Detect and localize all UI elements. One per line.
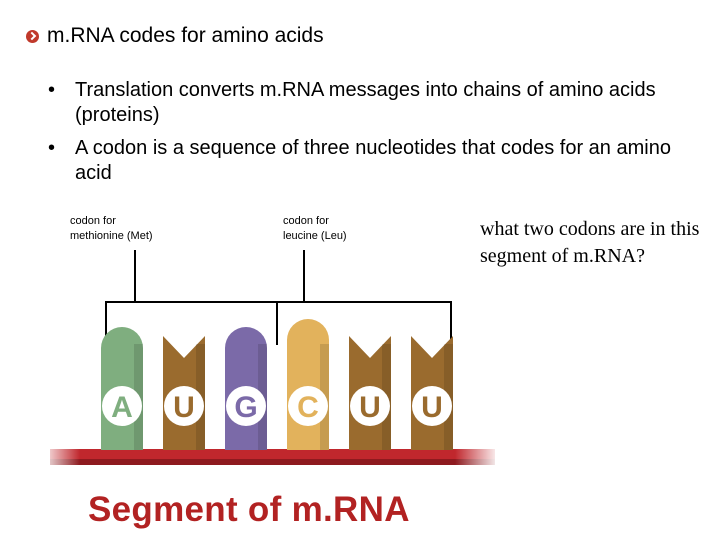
nucleotide-letter: U — [421, 391, 443, 424]
nucleotide-g: G — [225, 327, 267, 450]
bullet-dot: • — [48, 137, 56, 159]
question-text: what two codons are in this segment of m… — [480, 218, 700, 267]
codon-brackets — [105, 250, 452, 345]
bullet-arrow-icon — [26, 29, 39, 43]
codon-label-methionine: codon for methionine (Met) — [70, 215, 153, 242]
nucleotide-letter-disc — [102, 386, 142, 426]
backbone-fade-right — [455, 445, 500, 469]
nucleotide-letter-disc — [412, 386, 452, 426]
nucleotide-u: U — [349, 336, 391, 450]
segment-title: Segment of m.RNA — [88, 490, 410, 529]
nucleotide-a: A — [101, 327, 143, 450]
bullet-text: Translation converts m.RNA messages into… — [75, 79, 656, 126]
nucleotide-u: U — [411, 336, 453, 450]
nucleotide-letter: U — [173, 391, 195, 424]
nucleotide-letter: C — [297, 391, 319, 424]
slide-title: m.RNA codes for amino acids — [47, 24, 324, 47]
bullet-item: • Translation converts m.RNA messages int… — [48, 78, 708, 128]
bracket-met — [105, 301, 278, 345]
backbone-shadow — [50, 459, 495, 465]
nucleotide-letter-disc — [350, 386, 390, 426]
nucleotide-letter-disc — [164, 386, 204, 426]
bracket-leu — [277, 301, 452, 345]
slide-title-row: m.RNA codes for amino acids — [26, 24, 324, 48]
nucleotide-letter: U — [359, 391, 381, 424]
nucleotide-letter-disc — [288, 386, 328, 426]
bullet-list: • Translation converts m.RNA messages int… — [48, 78, 708, 194]
nucleotide-letter: A — [111, 391, 133, 424]
bullet-text: A codon is a sequence of three nucleotid… — [75, 137, 671, 184]
nucleotide-c: C — [287, 319, 329, 450]
bullet-dot: • — [48, 79, 56, 101]
nucleotide-letter-disc — [226, 386, 266, 426]
codon-label-leucine: codon for leucine (Leu) — [283, 215, 347, 242]
backbone-fade-left — [40, 445, 80, 469]
bullet-item: • A codon is a sequence of three nucleoti… — [48, 136, 708, 186]
nucleotide-u: U — [163, 336, 205, 450]
nucleotide-letter: G — [234, 391, 257, 424]
